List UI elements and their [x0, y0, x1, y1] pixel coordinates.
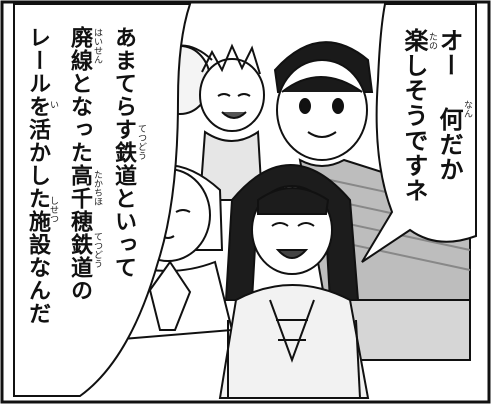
furigana-tetsudou-2: てつどう	[92, 232, 102, 268]
furigana-haisen: はいせん	[92, 28, 102, 64]
right-bubble-line-1: オー 何だか	[435, 28, 463, 182]
right-bubble-line-2: 楽しそうですネ	[400, 28, 428, 203]
left-bubble-line-3: レールを活かした施設なんだ	[25, 26, 50, 325]
left-bubble-line-1: あまてらす鉄道といって	[111, 26, 136, 279]
furigana-tetsudou-1: てつどう	[136, 124, 146, 160]
right-speech-bubble	[361, 3, 477, 263]
furigana-tano: たの	[427, 32, 437, 50]
furigana-nan: なん	[462, 100, 472, 118]
left-bubble-line-2: 廃線となった高千穂鉄道の	[67, 26, 92, 302]
furigana-i: い	[48, 100, 58, 109]
background-child-laughing	[198, 43, 265, 201]
girl-smiling	[218, 164, 370, 399]
left-speech-bubble	[13, 3, 192, 397]
furigana-takachiho: たかちほ	[92, 170, 102, 206]
furigana-shisetsu: しせつ	[48, 196, 58, 223]
